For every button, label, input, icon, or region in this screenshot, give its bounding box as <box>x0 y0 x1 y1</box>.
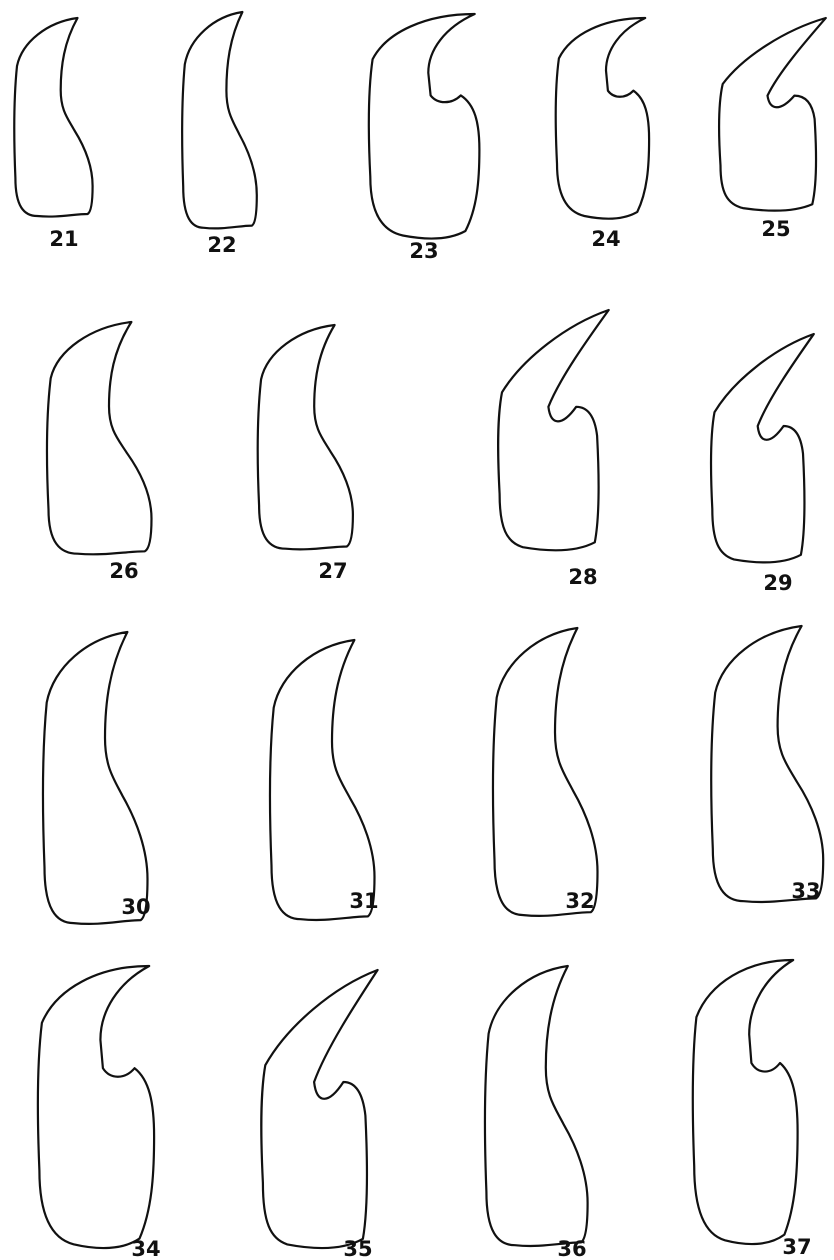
claw-outline <box>717 16 827 212</box>
claw-outline <box>497 308 610 552</box>
figure-31: 31 <box>268 638 379 922</box>
figure-number-label: 24 <box>591 227 620 251</box>
figure-number-label: 32 <box>565 889 594 913</box>
figure-26: 26 <box>45 320 153 583</box>
figure-number-label: 33 <box>791 879 820 903</box>
figure-34: 34 <box>36 964 161 1260</box>
figure-number-label: 28 <box>568 565 597 589</box>
figure-number-label: 36 <box>557 1237 586 1260</box>
claw-outline <box>710 624 825 904</box>
figure-37: 37 <box>691 958 812 1259</box>
figure-number-label: 25 <box>761 217 790 241</box>
figure-number-label: 31 <box>349 889 378 913</box>
figure-number-label: 37 <box>782 1235 811 1259</box>
figure-number-label: 30 <box>121 895 150 919</box>
claw-outline <box>45 320 153 556</box>
figure-number-label: 34 <box>131 1237 160 1260</box>
figure-33: 33 <box>710 624 825 904</box>
figure-36: 36 <box>483 964 589 1260</box>
figure-number-label: 29 <box>763 571 792 595</box>
claw-outline <box>691 958 799 1246</box>
figure-number-label: 22 <box>207 233 236 257</box>
figure-30: 30 <box>41 630 151 925</box>
figure-32: 32 <box>491 626 599 918</box>
figure-number-label: 26 <box>109 559 138 583</box>
figure-21: 21 <box>13 16 94 251</box>
claw-outline <box>483 964 589 1248</box>
figure-35: 35 <box>260 968 379 1260</box>
claw-outline <box>491 626 599 918</box>
claw-outline <box>256 323 354 551</box>
claw-outline <box>41 630 149 925</box>
figure-22: 22 <box>181 10 258 257</box>
claw-outline <box>268 638 376 922</box>
figure-number-label: 23 <box>409 239 438 263</box>
claw-outline <box>13 16 94 218</box>
figure-24: 24 <box>554 16 651 251</box>
claw-outline <box>181 10 258 230</box>
claw-outline <box>709 332 815 564</box>
claw-outline <box>554 16 651 220</box>
figure-27: 27 <box>256 323 354 583</box>
figure-28: 28 <box>497 308 610 589</box>
figure-number-label: 35 <box>343 1237 372 1260</box>
claw-outline <box>260 968 379 1250</box>
claw-outline <box>36 964 156 1250</box>
figure-number-label: 27 <box>318 559 347 583</box>
figure-25: 25 <box>717 16 827 241</box>
figure-23: 23 <box>367 12 481 263</box>
claw-outline <box>367 12 481 240</box>
figure-number-label: 21 <box>49 227 78 251</box>
figure-29: 29 <box>709 332 815 595</box>
